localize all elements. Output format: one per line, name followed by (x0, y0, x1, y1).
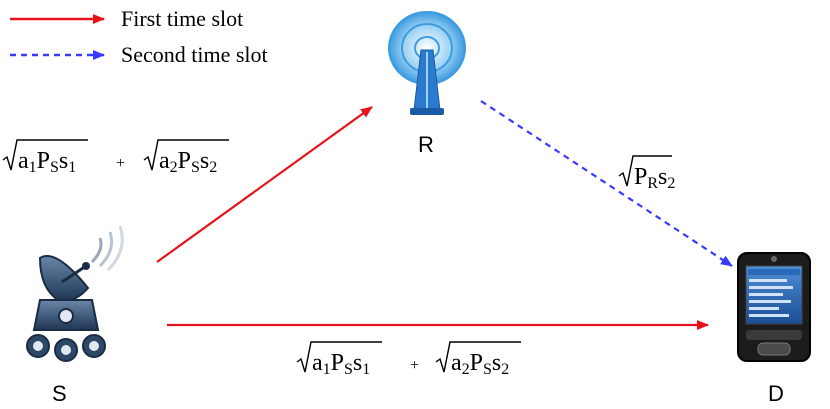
sd-p1: P (331, 350, 344, 376)
destination-label: D (768, 381, 784, 406)
expression-relay-destination: PRs2 (618, 155, 675, 192)
sr-a2-sub: 2 (170, 159, 178, 176)
radio-tower-icon (388, 11, 466, 115)
link-source-relay (156, 106, 373, 263)
sd-p1-sub: S (344, 361, 353, 378)
rd-p-sub: R (647, 175, 658, 192)
sr-s1: s (59, 148, 68, 174)
sr-p1: P (37, 148, 50, 174)
sd-a2-sub: 2 (462, 361, 470, 378)
sr-p1-sub: S (50, 159, 59, 176)
sd-s1-sub: 1 (362, 361, 370, 378)
sd-a1: a (312, 350, 323, 376)
sd-p2: P (470, 350, 483, 376)
svg-text:a1PSs1: a1PSs1 (18, 148, 76, 176)
sd-a1-sub: 1 (323, 361, 331, 378)
sd-s2: s (492, 350, 501, 376)
satellite-dish-robot-icon (26, 225, 124, 362)
svg-text:a2PSs2: a2PSs2 (451, 350, 509, 378)
svg-text:a2PSs2: a2PSs2 (159, 148, 217, 176)
expression-source-relay: a1PSs1 + a2PSs2 (2, 139, 229, 176)
sr-s2: s (200, 148, 209, 174)
sr-plus: + (116, 155, 125, 172)
rd-s-sub: 2 (667, 175, 675, 192)
sd-s2-sub: 2 (501, 361, 509, 378)
svg-text:PRs2: PRs2 (634, 164, 675, 192)
expression-source-destination: a1PSs1 + a2PSs2 (296, 341, 521, 378)
svg-text:a1PSs1: a1PSs1 (312, 350, 370, 378)
source-label: S (52, 381, 67, 406)
sr-p2: P (178, 148, 191, 174)
rd-s: s (658, 164, 667, 190)
sd-s1: s (353, 350, 362, 376)
sd-p2-sub: S (483, 361, 492, 378)
legend-second-label: Second time slot (121, 42, 268, 67)
pda-phone-icon (737, 252, 811, 362)
sr-s2-sub: 2 (209, 159, 217, 176)
sr-a1-sub: 1 (29, 159, 37, 176)
rd-p: P (634, 164, 647, 190)
legend-first-label: First time slot (121, 6, 243, 31)
sr-a2: a (159, 148, 170, 174)
sr-a1: a (18, 148, 29, 174)
sr-p2-sub: S (191, 159, 200, 176)
sr-s1-sub: 1 (68, 159, 76, 176)
legend: First time slot Second time slot (10, 6, 268, 67)
link-relay-destination (480, 100, 733, 267)
sd-plus: + (410, 357, 419, 374)
relay-label: R (418, 132, 434, 157)
sd-a2: a (451, 350, 462, 376)
